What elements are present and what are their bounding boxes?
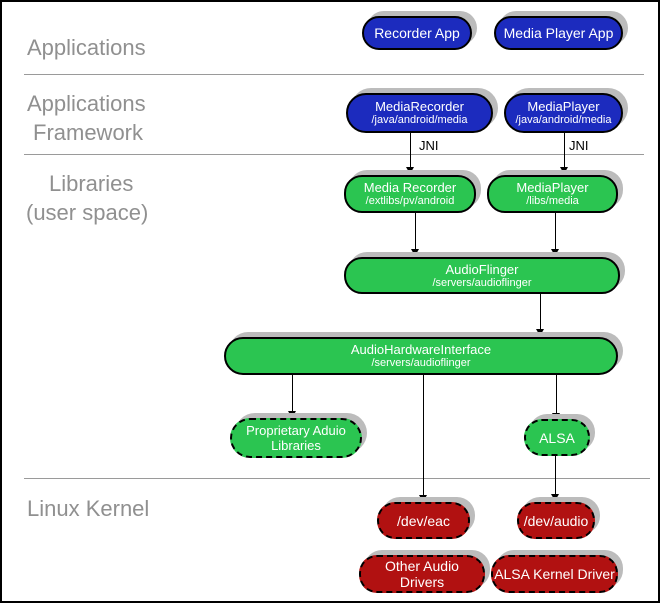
node-title: Recorder App [374, 25, 460, 41]
node-path: /servers/audioflinger [371, 357, 471, 369]
layer-divider-framework [24, 154, 644, 155]
node-title: Media Player App [503, 25, 614, 41]
node-mediaplayer-lib: MediaPlayer /libs/media [487, 175, 618, 213]
arrow-ahi-to-alsa [552, 375, 560, 420]
layer-label-libraries-line2: (user space) [26, 200, 149, 225]
node-title: AudioHardwareInterface [350, 342, 492, 357]
node-media-player-app: Media Player App [494, 16, 623, 50]
layer-label-framework-line2: Framework [33, 120, 144, 145]
node-title: ALSA [539, 429, 575, 446]
layer-label-libraries-line1: Libraries [49, 171, 134, 196]
node-title: MediaPlayer [527, 99, 600, 114]
node-proprietary-audio-libraries: Proprietary Aduio Libraries [230, 418, 362, 458]
node-title: MediaPlayer [516, 180, 589, 195]
node-alsa: ALSA [524, 419, 590, 456]
node-path: /extlibs/pv/android [365, 195, 455, 207]
arrow-ahi-to-proprietary [288, 375, 296, 418]
node-other-audio-drivers: Other Audio Drivers [359, 555, 485, 593]
node-title: Proprietary Aduio [246, 423, 346, 438]
node-path: /java/android/media [371, 114, 468, 126]
node-path: /java/android/media [515, 114, 612, 126]
layer-divider-applications [24, 74, 644, 75]
layer-label-framework-line1: Applications [27, 91, 146, 116]
node-audioflinger: AudioFlinger /servers/audioflinger [344, 257, 620, 294]
node-title: Other Audio Drivers [385, 558, 459, 590]
node-mediaplayer-framework: MediaPlayer /java/android/media [504, 93, 623, 133]
jni-label-left: JNI [419, 138, 439, 153]
node-alsa-kernel-driver: ALSA Kernel Driver [491, 555, 618, 593]
node-dev-eac: /dev/eac [377, 502, 470, 539]
node-dev-audio: /dev/audio [517, 502, 595, 539]
node-title: /dev/eac [397, 512, 450, 529]
node-audiohardwareinterface: AudioHardwareInterface /servers/audiofli… [224, 337, 618, 375]
arrow-jni-recorder [406, 133, 414, 174]
layer-label-applications: Applications [27, 35, 146, 60]
arrow-mediaplayer-to-audioflinger [551, 212, 559, 256]
node-media-recorder-lib: Media Recorder /extlibs/pv/android [344, 175, 476, 213]
jni-label-right: JNI [569, 138, 589, 153]
node-recorder-app: Recorder App [362, 16, 472, 50]
node-title: AudioFlinger [445, 261, 519, 277]
arrow-mediarecorder-to-audioflinger [411, 212, 419, 256]
node-path: /servers/audioflinger [432, 276, 532, 289]
node-path: /libs/media [526, 195, 579, 207]
layer-divider-kernel [24, 478, 650, 479]
layer-label-linux-kernel: Linux Kernel [27, 496, 150, 521]
arrow-jni-player [560, 133, 568, 174]
node-title: Media Recorder [363, 180, 457, 195]
node-title: /dev/audio [523, 512, 589, 529]
arrow-ahi-to-dev-eac [419, 375, 427, 502]
node-title: MediaRecorder [375, 99, 464, 114]
arrow-alsa-to-dev-audio [551, 455, 559, 501]
node-title: ALSA Kernel Driver [494, 566, 615, 582]
node-title: Libraries [271, 438, 321, 453]
node-mediarecorder-framework: MediaRecorder /java/android/media [346, 93, 493, 133]
arrow-audioflinger-to-ahi [536, 293, 544, 336]
